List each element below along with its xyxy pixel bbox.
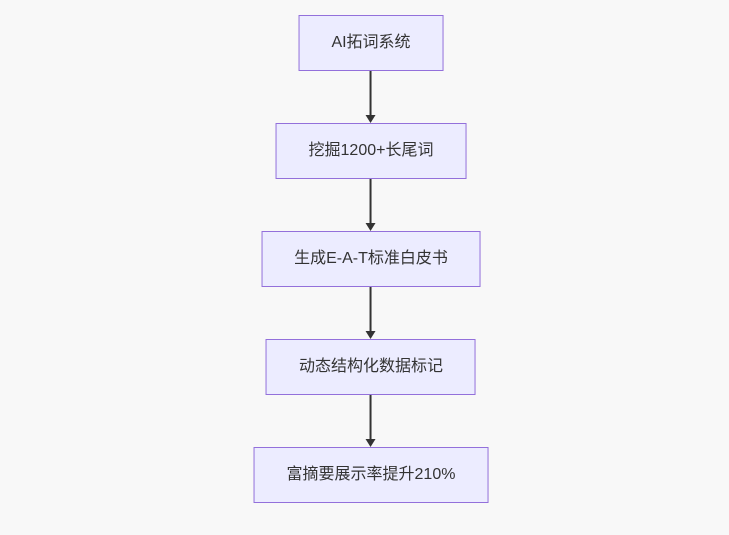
arrow-down-connector xyxy=(366,287,376,339)
arrow-line xyxy=(370,71,372,115)
arrow-line xyxy=(370,179,372,223)
arrow-line xyxy=(370,395,372,439)
arrow-down-connector xyxy=(366,179,376,231)
flow-node-label: 生成E-A-T标准白皮书 xyxy=(294,250,448,267)
flow-node-label: AI拓词系统 xyxy=(331,34,411,51)
flowchart-column: AI拓词系统 挖掘1200+长尾词 生成E-A-T标准白皮书 动态结构化数据标记 xyxy=(253,15,489,503)
arrow-down-connector xyxy=(366,395,376,447)
arrow-down-connector xyxy=(366,71,376,123)
arrowhead-down-icon xyxy=(366,115,376,123)
flow-node-label: 挖掘1200+长尾词 xyxy=(308,142,434,159)
flow-node-dynamic-structured-data: 动态结构化数据标记 xyxy=(265,339,476,395)
arrowhead-down-icon xyxy=(366,439,376,447)
flow-node-ai-word-expansion-system: AI拓词系统 xyxy=(298,15,444,71)
arrow-line xyxy=(370,287,372,331)
flow-node-generate-eat-whitepaper: 生成E-A-T标准白皮书 xyxy=(261,231,481,287)
flow-node-label: 富摘要展示率提升210% xyxy=(286,466,456,483)
flow-node-label: 动态结构化数据标记 xyxy=(298,358,443,375)
flow-node-mine-longtail-keywords: 挖掘1200+长尾词 xyxy=(275,123,467,179)
flow-node-rich-snippet-rate-up: 富摘要展示率提升210% xyxy=(253,447,489,503)
arrowhead-down-icon xyxy=(366,331,376,339)
arrowhead-down-icon xyxy=(366,223,376,231)
